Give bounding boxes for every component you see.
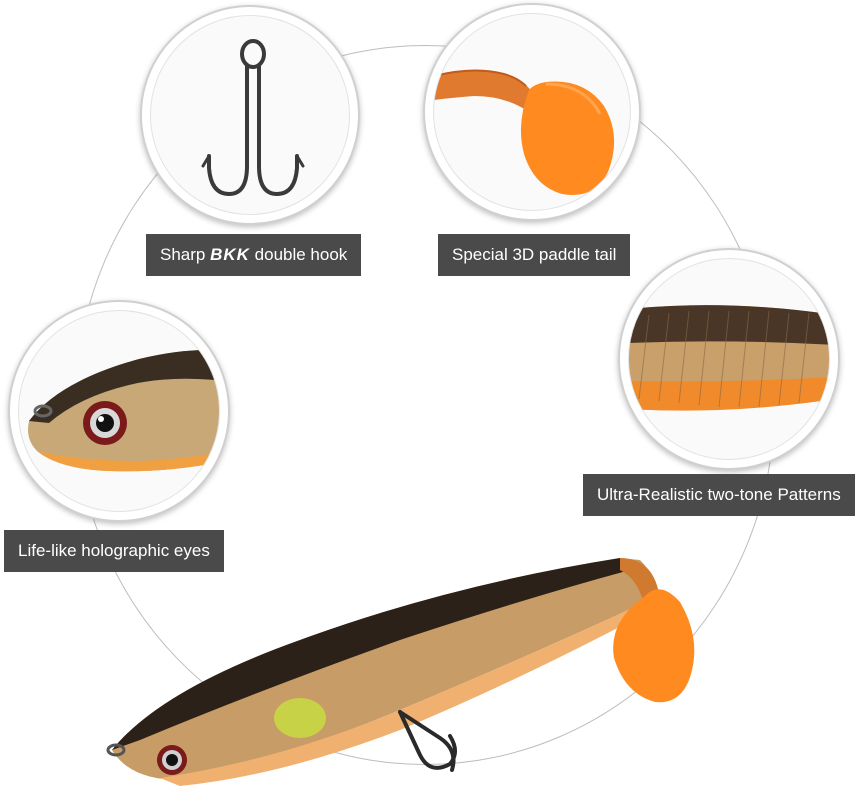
hook-label: Sharp BKK double hook	[146, 234, 362, 276]
fish-eye-image	[28, 350, 219, 472]
label-text: Special 3D paddle tail	[452, 245, 617, 264]
hook-bubble	[140, 5, 360, 225]
tail-label: Special 3D paddle tail	[438, 234, 631, 276]
tail-bubble	[423, 3, 641, 221]
eyes-label: Life-like holographic eyes	[4, 530, 224, 572]
pattern-label: Ultra-Realistic two-tone Patterns	[583, 474, 855, 516]
brand-text: BKK	[210, 245, 250, 264]
label-text: Sharp	[160, 245, 211, 264]
double-hook-icon	[201, 39, 305, 197]
swimbait-lure-image	[106, 558, 695, 786]
label-text: double hook	[249, 245, 348, 264]
two-tone-pattern-image	[629, 305, 829, 411]
paddle-tail-image	[434, 69, 615, 196]
label-text: Life-like holographic eyes	[18, 541, 210, 560]
label-text: Ultra-Realistic two-tone Patterns	[597, 485, 841, 504]
pattern-bubble	[618, 248, 840, 470]
eyes-bubble	[8, 300, 230, 522]
